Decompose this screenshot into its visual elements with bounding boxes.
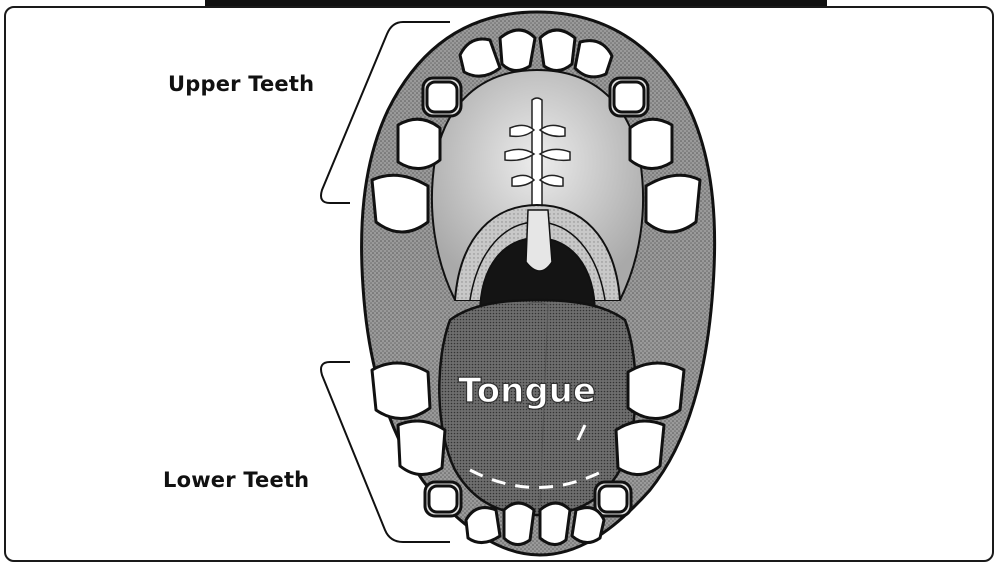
lower-teeth-label: Lower Teeth [163, 468, 309, 492]
tongue-label: Tongue [458, 371, 596, 411]
upper-teeth-label: Upper Teeth [168, 72, 314, 96]
uvula [526, 210, 552, 271]
